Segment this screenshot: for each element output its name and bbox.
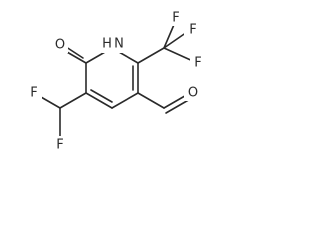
bond-c3-c4-double: [90, 89, 113, 103]
bond-c3-chf2: [59, 92, 87, 109]
atom-label-f-cf3-topright: F: [189, 23, 196, 38]
atom-label-n: N: [114, 37, 124, 52]
bond-c5-cho: [137, 92, 165, 109]
atom-label-o-aldehyde: O: [188, 86, 198, 101]
bond-c4-c5: [111, 92, 139, 109]
molecule-diagram: H N O F F O F F F: [30, 10, 202, 153]
atom-label-o-carbonyl: O: [55, 38, 65, 53]
bond-cf3-f-right: [163, 47, 196, 63]
structure-canvas: H N O F F O F F F: [30, 10, 202, 153]
bond-c6-cf3: [137, 47, 165, 64]
atom-label-f-chf2-down: F: [56, 138, 63, 153]
atom-label-f-cf3-top: F: [172, 11, 179, 26]
atom-label-f-cf3-right: F: [194, 56, 201, 71]
atom-label-h: H: [102, 37, 112, 52]
atom-label-f-chf2-left: F: [30, 86, 37, 101]
bond-c3-c4: [85, 92, 113, 109]
